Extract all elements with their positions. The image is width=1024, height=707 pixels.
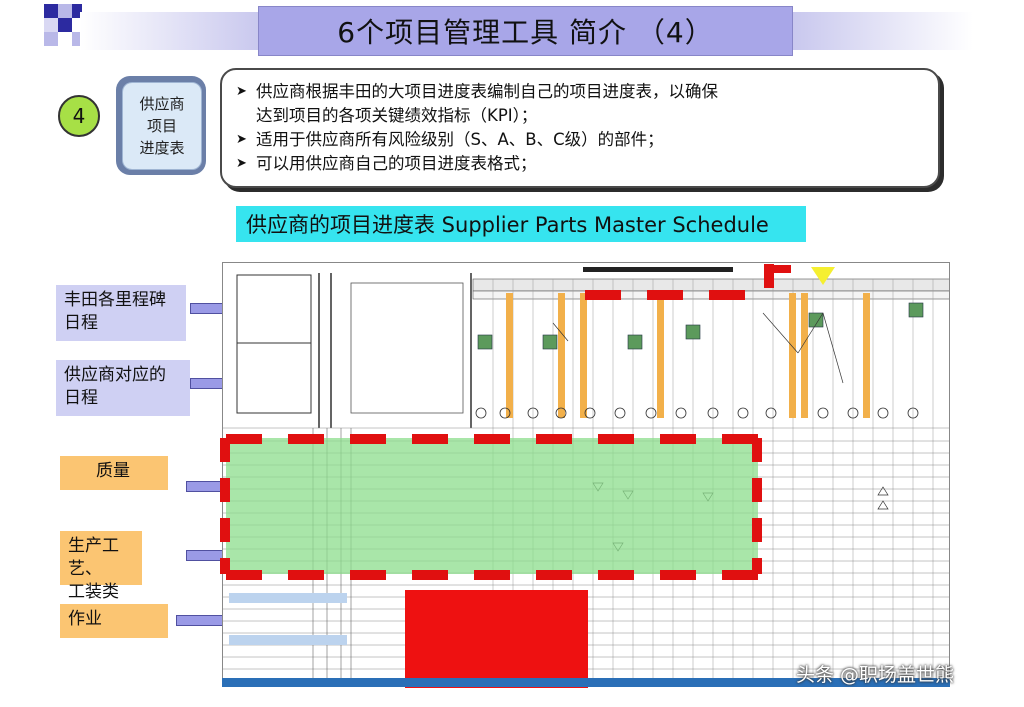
bullet-text: 适用于供应商所有风险级别（S、A、B、C级）的部件； [256,130,664,149]
bullet-item: ➤ 适用于供应商所有风险级别（S、A、B、C级）的部件； [236,128,938,152]
page-title: 6个项目管理工具 简介 （4） [258,6,793,56]
label-supplier-schedule: 供应商对应的 日程 [56,360,190,416]
bullet-text: 供应商根据丰田的大项目进度表编制自己的项目进度表，以确保 [256,82,718,101]
bullet-text: 可以用供应商自己的项目进度表格式； [256,154,537,173]
tool-card-line: 进度表 [139,139,185,157]
bullet-text: 达到项目的各项关键绩效指标（KPI）； [256,106,538,125]
label-operation: 作业 [60,604,168,638]
title-bar-fade [80,12,260,50]
bottom-strip [222,678,950,687]
arrow-bullet-icon: ➤ [236,156,247,171]
watermark: 头条 @职场盖世熊 [796,664,955,686]
red-dashed-border [226,434,762,444]
label-text: 供应商对应的 [64,365,166,385]
red-dashed-border [226,570,762,580]
label-text: 工装类 [68,582,119,602]
step-number-badge: 4 [58,95,100,137]
decor-square [58,4,72,18]
label-text: 日程 [64,313,98,333]
red-dashed-border [764,264,774,294]
description-box: ➤ 供应商根据丰田的大项目进度表编制自己的项目进度表，以确保 达到项目的各项关键… [220,68,940,188]
red-highlight-block [405,590,588,688]
label-text: 丰田各里程碑 [64,290,166,310]
red-dashed-border [220,438,230,574]
arrow-bullet-icon: ➤ [236,84,247,99]
label-text: 质量 [96,461,130,481]
tool-card: 供应商 项目 进度表 [122,82,202,170]
bullet-item: ➤ 供应商根据丰田的大项目进度表编制自己的项目进度表，以确保 达到项目的各项关键… [236,80,938,128]
tool-card-line: 供应商 [139,95,185,113]
decor-square [44,32,58,46]
red-dashed-border [752,438,762,574]
label-text: 日程 [64,388,98,408]
decor-square [58,18,72,32]
tool-card-line: 项目 [146,117,177,135]
arrow-bullet-icon: ➤ [236,132,247,147]
quality-process-highlight [226,438,758,574]
schedule-heading: 供应商的项目进度表 Supplier Parts Master Schedule [236,206,806,242]
label-process: 生产工艺、 工装类 [60,531,142,602]
label-text: 作业 [68,609,102,629]
red-dashed-border [585,290,771,300]
title-bar-fade [793,12,973,50]
label-text: 生产工艺、 [68,536,119,579]
label-quality: 质量 [60,456,168,490]
decor-square [72,4,82,18]
label-toyota-milestones: 丰田各里程碑 日程 [56,285,186,341]
bullet-item: ➤ 可以用供应商自己的项目进度表格式； [236,152,938,176]
decor-square [44,4,58,18]
decor-square [44,18,58,32]
